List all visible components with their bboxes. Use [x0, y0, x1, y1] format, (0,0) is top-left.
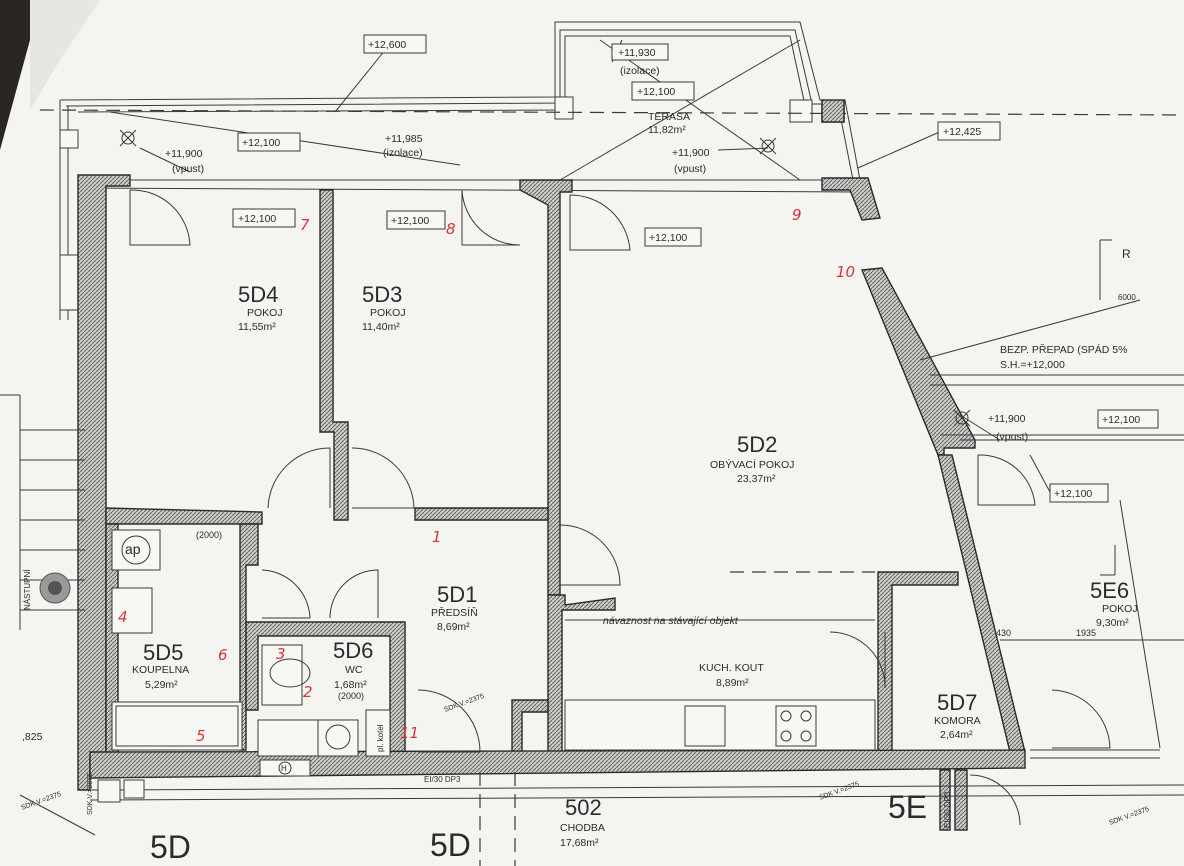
room-5e6-area: 9,30m²	[1096, 617, 1129, 629]
room-5e6-name: POKOJ	[1102, 603, 1138, 615]
stair	[0, 394, 85, 630]
h-label: H	[281, 764, 287, 773]
level-corner: +12,425	[943, 126, 981, 138]
bezp-note-1: BEZP. PŘEPAD (SPÁD 5%	[1000, 343, 1127, 356]
room-5d3-code: 5D3	[362, 282, 402, 307]
terasa-name: TERASA	[648, 111, 690, 123]
doors	[19, 189, 1111, 836]
room-5d4-name: POKOJ	[247, 307, 283, 319]
fixtures	[111, 529, 876, 777]
level-left-box: +12,100	[242, 137, 280, 149]
bezp-note-2: S.H.=+12,000	[1000, 359, 1065, 371]
level-boxes	[232, 34, 1159, 503]
paper-curl	[30, 0, 100, 110]
room-5d5-area: 5,29m²	[145, 679, 178, 691]
drain-icon	[119, 129, 971, 427]
mark-9: 9	[792, 206, 802, 224]
room-5d7-name: KOMORA	[934, 715, 981, 727]
drain-note-right2: (vpust)	[996, 431, 1028, 443]
room-5d1-area: 8,69m²	[437, 621, 470, 633]
room-5d2-area: 23,37m²	[737, 473, 776, 485]
kitchen-name: KUCH. KOUT	[699, 662, 764, 674]
level-right-box-a: +12,100	[1102, 414, 1140, 426]
navaznost-note: návaznost na stávající objekt	[603, 615, 739, 627]
room-5d6-area: 1,68m²	[334, 679, 367, 691]
drain-note-right: (vpust)	[674, 163, 706, 175]
dim-2000-wc: (2000)	[338, 691, 364, 701]
room-502-area: 17,68m²	[560, 837, 599, 849]
corridor	[89, 772, 1184, 866]
mark-8: 8	[446, 220, 456, 238]
mark-11: 11	[400, 724, 419, 742]
room-5e6-code: 5E6	[1090, 578, 1129, 603]
room-5d3-area: 11,40m²	[362, 321, 400, 333]
room-5d2-name: OBÝVACÍ POKOJ	[710, 458, 794, 471]
level-5d4: +12,100	[238, 213, 276, 225]
ei30-a: EI/30 DP3	[424, 775, 461, 784]
stair-label: NÁSTUPNÍ	[23, 569, 32, 610]
room-5d-code-b: 5D	[430, 827, 471, 863]
room-5d4-area: 11,55m²	[238, 321, 276, 333]
mark-10: 10	[836, 263, 855, 281]
dim-6000: 6000	[1118, 293, 1136, 302]
room-5d5-code: 5D5	[143, 640, 183, 665]
mark-6: 6	[218, 646, 228, 664]
level-5d2: +12,100	[649, 232, 687, 244]
terasa-area: 11,82m²	[648, 124, 686, 136]
room-5d7-code: 5D7	[937, 690, 977, 715]
level-top: +12,600	[368, 39, 406, 51]
room-502-name: CHODBA	[560, 822, 605, 834]
mark-3: 3	[276, 645, 286, 663]
room-5d6-code: 5D6	[333, 638, 373, 663]
kitchen-area: 8,89m²	[716, 677, 749, 689]
level-right-box-b: +12,100	[1054, 488, 1092, 500]
sdk-5: SDK V.=2375	[87, 773, 94, 815]
level-right-drain: +11,900	[672, 147, 710, 159]
room-502-code: 502	[565, 795, 602, 820]
ei30-b: EI/30 DP3	[943, 791, 952, 828]
level-5d3: +12,100	[391, 215, 429, 227]
room-5d-code-a: 5D	[150, 829, 191, 865]
ap-label: ap	[125, 541, 141, 557]
dim-825: ,825	[22, 731, 43, 743]
room-5d1-name: PŘEDSÍŇ	[431, 606, 478, 619]
room-5d1-code: 5D1	[437, 582, 477, 607]
dim-430: 430	[996, 628, 1011, 638]
mark-7: 7	[300, 216, 310, 234]
level-terrace: +12,100	[637, 86, 675, 98]
dim-2000-bath: (2000)	[196, 530, 222, 540]
room-5d6-name: WC	[345, 664, 363, 676]
right-structures	[919, 239, 1184, 831]
iso-note-terrace: (izolace)	[620, 65, 660, 77]
dim-1935: 1935	[1076, 628, 1096, 638]
leaders	[139, 39, 1051, 493]
room-5d2-code: 5D2	[737, 432, 777, 457]
room-5d3-name: POKOJ	[370, 307, 406, 319]
room-5d7-area: 2,64m²	[940, 729, 973, 741]
room-5d4-code: 5D4	[238, 282, 278, 307]
level-left-drain: +11,900	[165, 148, 203, 160]
room-5d5-name: KOUPELNA	[132, 664, 189, 676]
level-right-drain2: +11,900	[988, 413, 1026, 425]
drain-note-left: (vpust)	[172, 163, 204, 175]
room-5e-code: 5E	[888, 789, 927, 825]
level-mid-iso: +11,985	[385, 133, 423, 145]
kotel-label: pl. kotel	[376, 724, 385, 752]
level-terrace-iso: +11,930	[618, 47, 656, 59]
iso-note-mid: (izolace)	[383, 147, 423, 159]
mark-4: 4	[118, 608, 128, 626]
section-letter-r: R	[1122, 247, 1131, 261]
mark-5: 5	[196, 727, 206, 745]
mark-2: 2	[303, 683, 313, 701]
walls	[77, 99, 1026, 791]
mark-1: 1	[432, 528, 442, 546]
